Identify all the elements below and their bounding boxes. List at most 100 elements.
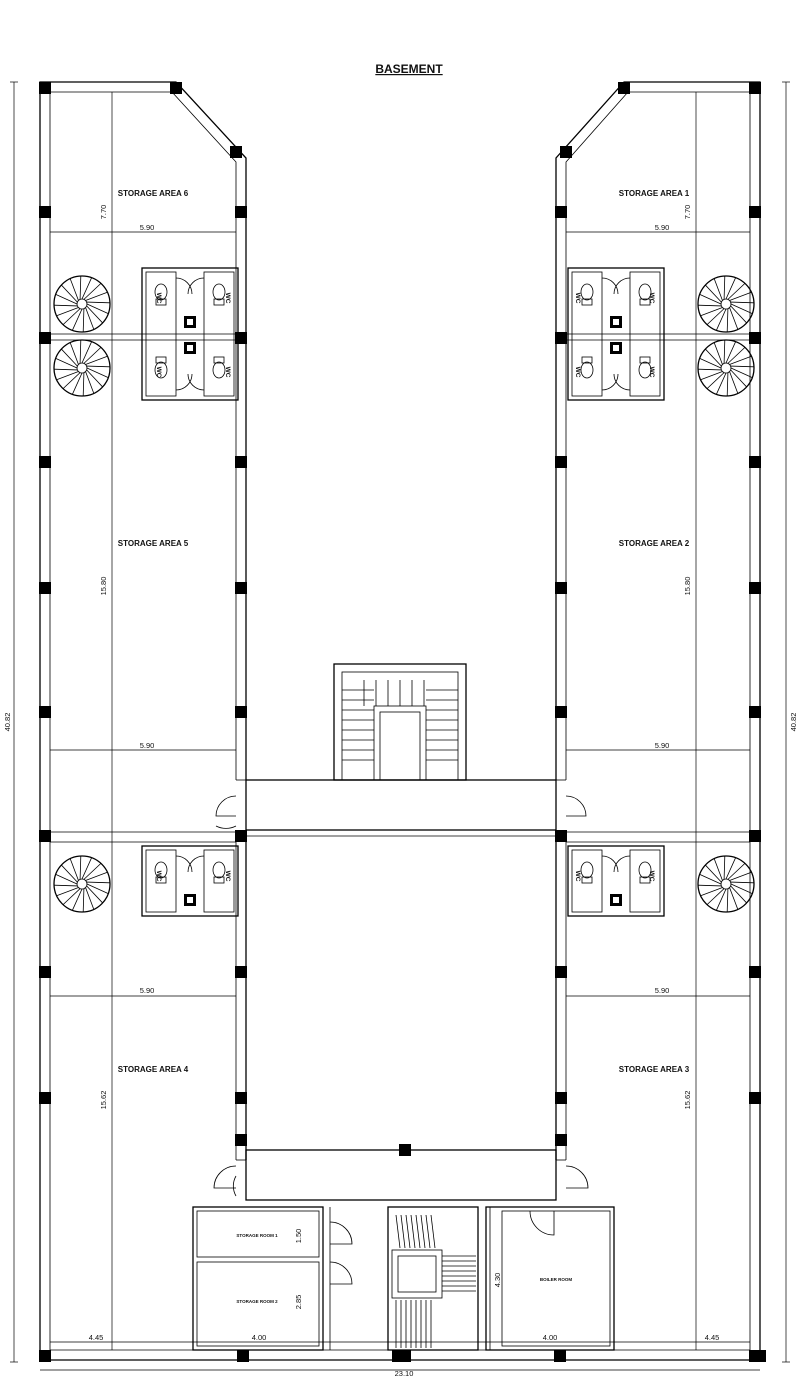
column [754, 1350, 766, 1362]
column [555, 830, 567, 842]
storage-room-2-label: STORAGE ROOM 2 [236, 1299, 278, 1304]
column [555, 582, 567, 594]
top-stair-core [342, 680, 458, 781]
middle-depth-right: 15.80 [683, 577, 692, 596]
column [39, 82, 51, 94]
stair-tread [415, 1214, 421, 1249]
column [39, 830, 51, 842]
wing-width-lower-right: 5.90 [655, 986, 670, 995]
overall-height-dimension-left: 40.82 [3, 81, 18, 1363]
toilet-bowl-icon [154, 283, 168, 301]
column [555, 1134, 567, 1146]
toilet-bowl-icon [154, 861, 168, 879]
bottom-side-width-right: 4.45 [705, 1333, 720, 1342]
toilet-bowl-icon [212, 283, 226, 301]
column [237, 1350, 249, 1362]
overall-width-label: 23.10 [395, 1369, 414, 1377]
bottom-room-width-left: 4.00 [252, 1333, 267, 1342]
column [39, 332, 51, 344]
toilet-icon [213, 876, 225, 884]
toilet-bowl-icon [638, 283, 652, 301]
column [235, 1134, 247, 1146]
wc-label: WC [648, 293, 655, 304]
column [170, 82, 182, 94]
column [235, 332, 247, 344]
storage-rooms-block: STORAGE ROOM 1 STORAGE ROOM 2 1.50 2.85 [192, 1206, 331, 1351]
top-depth-right: 7.70 [683, 205, 692, 220]
wing-width-top-left: 5.90 [140, 223, 155, 232]
storage-area-1-label: STORAGE AREA 1 [619, 189, 690, 198]
toilet-bowl-icon [580, 361, 594, 379]
wc-label: WC [155, 293, 162, 304]
spiral-stair [697, 275, 755, 333]
column [399, 1350, 411, 1362]
overall-width-dimension: 23.10 [40, 1369, 760, 1377]
wc-door [601, 373, 619, 391]
overall-height-label-left: 40.82 [3, 713, 12, 732]
column [235, 582, 247, 594]
column [39, 456, 51, 468]
wc-label: WC [648, 367, 655, 378]
stair-tread [405, 1214, 411, 1249]
toilet-icon [639, 356, 651, 364]
toilet-icon [581, 356, 593, 364]
boiler-room-depth: 4.30 [493, 1273, 502, 1288]
wc-door [175, 855, 193, 873]
column [39, 706, 51, 718]
column [555, 456, 567, 468]
column [230, 146, 242, 158]
toilet-bowl-icon [638, 861, 652, 879]
wc-label: WC [574, 293, 581, 304]
column [399, 1144, 411, 1156]
stair-tread [420, 1214, 426, 1249]
column [39, 1092, 51, 1104]
column [749, 82, 761, 94]
column [749, 1092, 761, 1104]
storage-area-3-label: STORAGE AREA 3 [619, 1065, 690, 1074]
toilet-icon [639, 298, 651, 306]
column [749, 332, 761, 344]
doors [213, 795, 589, 1285]
toilet-icon [639, 876, 651, 884]
toilet-icon [581, 876, 593, 884]
internal-dimension-lines [50, 92, 750, 1350]
storage-area-4-label: STORAGE AREA 4 [118, 1065, 189, 1074]
wing-width-top-right: 5.90 [655, 223, 670, 232]
boiler-room-label: BOILER ROOM [540, 1277, 573, 1282]
storage-area-5-label: STORAGE AREA 5 [118, 539, 189, 548]
wc-door [187, 373, 205, 391]
wc-door [187, 855, 205, 873]
wc-door [613, 277, 631, 295]
column [235, 206, 247, 218]
wc-label: WC [155, 367, 162, 378]
stair-tread [410, 1214, 416, 1249]
column [39, 1350, 51, 1362]
column [235, 706, 247, 718]
wc-door [187, 277, 205, 295]
column [555, 332, 567, 344]
column [749, 966, 761, 978]
wc-label: WC [224, 293, 231, 304]
column [749, 206, 761, 218]
wc-door [601, 855, 619, 873]
spiral-stair [697, 339, 755, 397]
boiler-room-block: BOILER ROOM 4.30 [485, 1206, 615, 1351]
wc-door [175, 373, 193, 391]
toilet-icon [213, 298, 225, 306]
bottom-room-width-right: 4.00 [543, 1333, 558, 1342]
column [39, 966, 51, 978]
wing-width-middle-left: 5.90 [140, 741, 155, 750]
toilet-bowl-icon [638, 361, 652, 379]
overall-height-label-right: 40.82 [789, 713, 798, 732]
column [618, 82, 630, 94]
middle-depth-left: 15.80 [99, 577, 108, 596]
structural-columns [39, 82, 766, 1362]
column [235, 830, 247, 842]
column [749, 706, 761, 718]
column [39, 582, 51, 594]
column [749, 830, 761, 842]
spiral-stairs [53, 275, 755, 913]
top-depth-left: 7.70 [99, 205, 108, 220]
toilet-icon [155, 356, 167, 364]
